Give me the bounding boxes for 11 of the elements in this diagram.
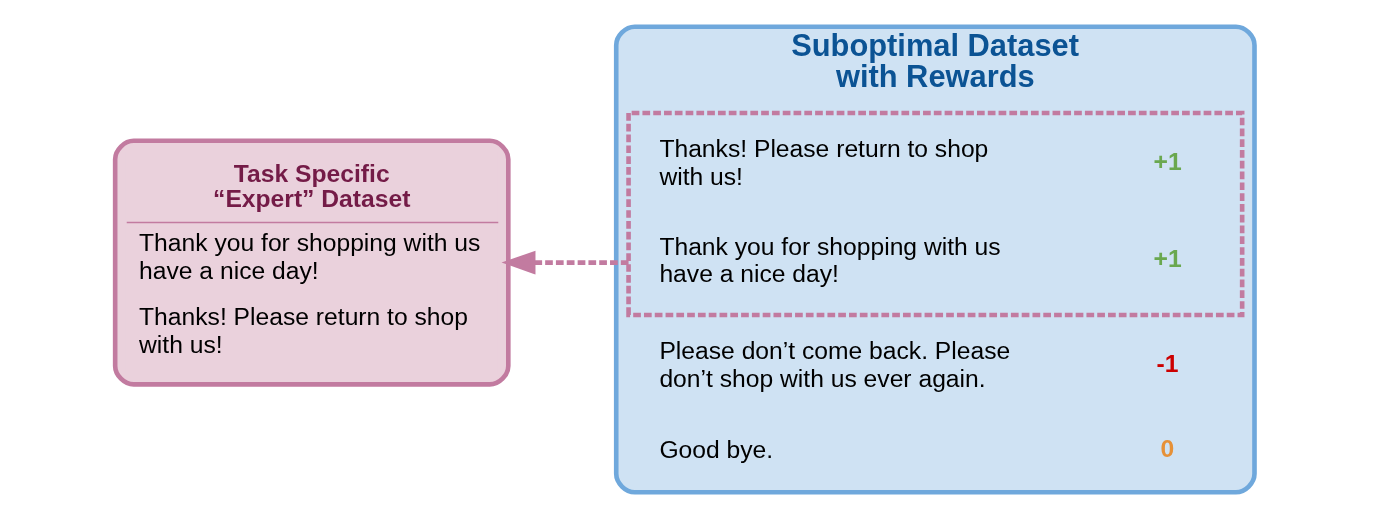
node-label: +1: [1153, 244, 1182, 272]
node-label: +1: [1153, 147, 1182, 175]
node-text: Good bye.: [658, 436, 773, 464]
arrow: [501, 250, 629, 275]
node-label: -1: [1156, 349, 1179, 377]
node-text: Thanks! Please return to shop with us!: [658, 135, 988, 191]
node-label: 0: [1159, 434, 1174, 462]
node-text: Please don’t come back. Please don’t shop with us ever again.: [658, 337, 1010, 393]
cluster: [625, 110, 1244, 318]
node-text: Thank you for shopping with us have a nice day!: [658, 232, 1001, 288]
node-box: Task Specific “Expert” Dataset Thank you for shopping with us have a nice day! Thanks! Please return to shop with us!: [112, 138, 511, 387]
